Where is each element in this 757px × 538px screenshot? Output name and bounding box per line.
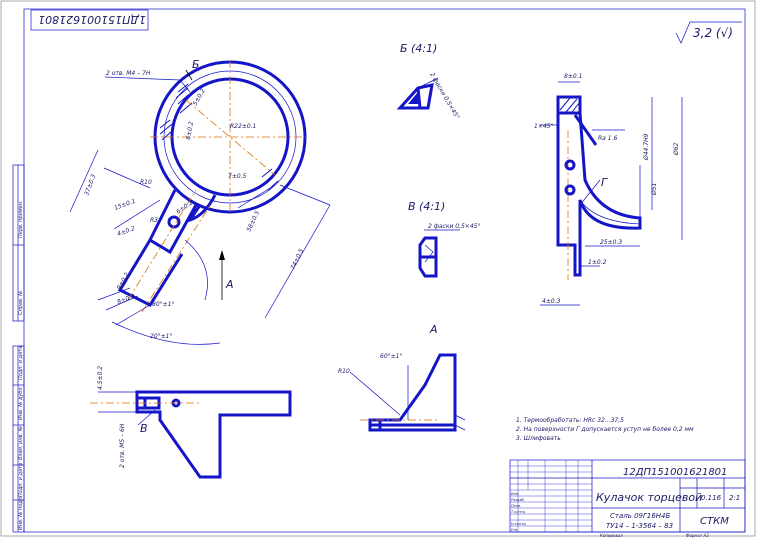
side-view: В 4.5±0.2 2 отв. М5 – 6Н [90,366,292,479]
arm-hole [167,215,181,229]
side-stamp-5: Взам. инв. № [18,426,24,460]
label-thread-bottom: 2 отв. М5 – 6Н [119,423,126,468]
rotated-code-stamp: 1ДП151001621801 [30,9,149,31]
roughness-text: 3,2 (√) [693,26,733,40]
title-row-2: Разраб. [511,498,525,502]
side-stamp-4: Инв. № дубл. [18,386,24,420]
label-dim-r7: 1±0.2 [588,259,607,266]
label-dim-r5: Ø44.7H9 [643,133,650,161]
label-thread-top: 2 отв. М4 – 7Н [106,70,151,77]
label-chamfer-r: 1×45° [534,123,553,130]
note-3: 3. Шлифовать [516,435,561,442]
label-r10-a: R10 [338,368,350,375]
label-dim-r1: 8±0.1 [564,73,582,80]
label-angle-20: 20°±1° [150,333,172,340]
label-chamfer-v: 2 фаски 0,5×45° [428,223,480,230]
label-r3: R3 [150,217,158,224]
label-dim-a1: 7±0.5 [228,173,247,180]
title-row-4: Т.контр. [511,510,526,514]
label-dim-r4: Ø51 [651,183,658,196]
title-org: СТКМ [700,516,729,527]
view-a-title: А [429,323,438,336]
view-a: А 60°±1° R10 [338,323,466,432]
title-code: 12ДП151001621801 [623,467,727,478]
title-material-1: Сталь 09Г16Н4Б [610,512,671,520]
view-v: В (4:1) 2 фаски 0,5×45° [408,200,480,278]
label-dim-a5: 6±0.2 [185,121,195,141]
notes: 1. Термообработать: HRc 32...37,5 2. На … [516,417,694,442]
main-view [69,60,331,345]
label-dim-r3: Ø62 [673,142,680,156]
section-hole-2 [564,184,576,196]
side-stamp-column: Перв. примен. Справ. № Подп. и дата Инв.… [12,164,25,533]
label-angle-60: 60°±1° [380,353,402,360]
section-view: 8±0.1 1×45° Ra 1.6 Ø62 Ø51 Ø44.7H9 25±0.… [534,73,683,306]
label-dim-r2: Ra 1.6 [598,135,617,142]
bottom-copied: Копировал [600,533,623,538]
arm-upper [148,189,198,255]
side-stamp-6: Подп. и дата [18,463,24,497]
label-angle-80: 80°±1° [152,301,174,308]
section-hole-1 [564,159,576,171]
title-mass: 0.116 [701,494,722,502]
side-stamp-3: Подп. и дата [18,346,24,380]
label-b-marker: Б [192,58,200,71]
side-stamp-7: Инв. № подл. [18,496,24,531]
label-dim-left: 4.5±0.2 [97,366,104,390]
view-v-title: В (4:1) [408,200,445,213]
label-radius-main: R22±0.1 [230,123,256,130]
title-scale: 2:1 [729,494,740,502]
title-row-6: Утв. [511,528,518,532]
note-2: 2. На поверхности Г допускается уступ не… [516,426,694,433]
bottom-format: Формат А3 [686,533,709,538]
title-block: 12ДП151001621801 Кулачок торцевой Сталь … [509,459,746,533]
title-row-5: Н.контр. [511,522,527,526]
label-g-marker: Г [601,176,608,189]
label-v-marker: В [140,422,148,435]
title-material-2: ТУ14 – 1-3564 – 83 [606,522,673,530]
title-name: Кулачок торцевой [596,491,702,504]
label-a-marker: А [225,278,234,291]
note-1: 1. Термообработать: HRc 32...37,5 [516,417,624,424]
view-b-title: Б (4:1) [400,42,437,55]
side-stamp-1: Перв. примен. [18,200,24,238]
label-r10: R10 [140,179,152,186]
label-dim-r6: 25±0.3 [600,239,622,246]
title-row-3: Пров. [511,504,521,508]
rotated-code-text: 1ДП151001621801 [38,13,146,26]
side-stamp-2: Справ. № [18,291,24,315]
roughness-mark: 3,2 (√) [675,21,742,44]
title-row-1: Изм. [511,492,519,496]
label-dim-r8: 4±0.3 [542,298,561,305]
